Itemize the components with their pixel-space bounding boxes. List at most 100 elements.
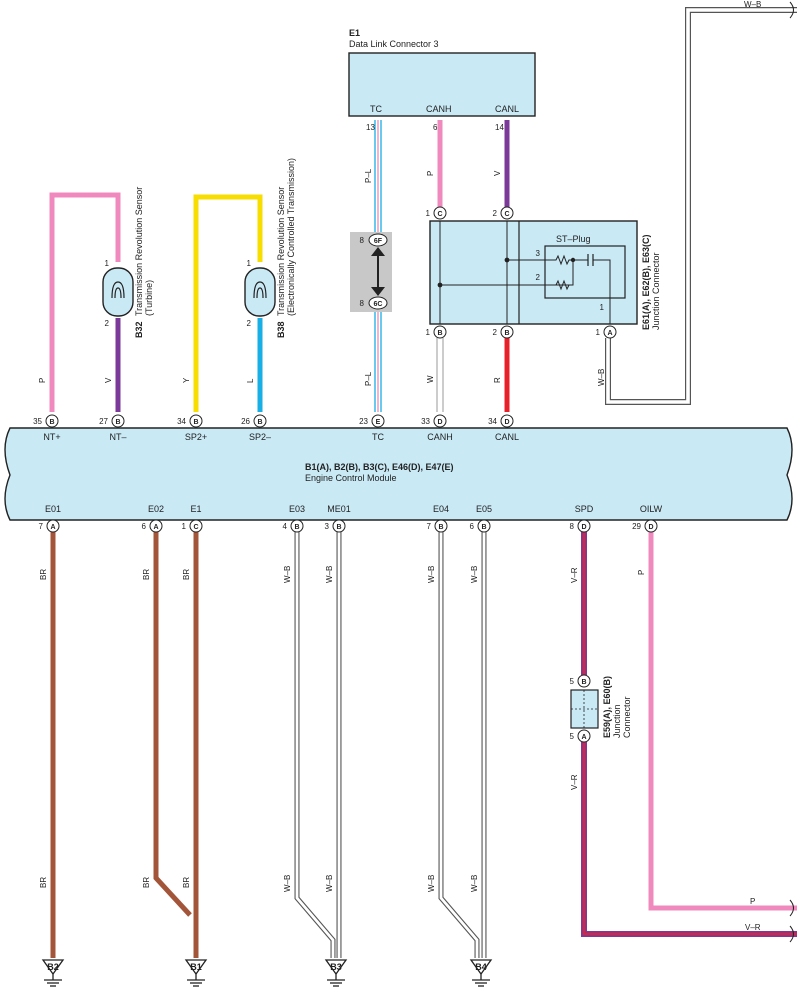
svg-text:C: C (437, 211, 442, 218)
svg-text:7: 7 (427, 522, 432, 531)
terminal-canh: D 33 CANH (421, 414, 453, 442)
svg-text:Y: Y (182, 377, 191, 383)
svg-text:B: B (581, 679, 586, 686)
svg-text:3: 3 (325, 522, 330, 531)
svg-text:33: 33 (421, 417, 430, 426)
ect-revolution-sensor: 1 2 B38 Transmission Revolution Sensor (… (244, 158, 296, 338)
terminal-oilw: OILW D 29 (632, 504, 663, 533)
terminal-e1: E1 C 1 (182, 504, 203, 533)
inline-connector: 6F 8 6C 8 (350, 232, 392, 312)
svg-text:1: 1 (426, 209, 431, 218)
svg-text:B32: B32 (134, 321, 144, 338)
terminal-e05: E05 B 6 (470, 504, 492, 533)
svg-text:OILW: OILW (640, 504, 663, 514)
dlc-name: Data Link Connector 3 (349, 39, 439, 49)
svg-text:6F: 6F (374, 238, 383, 245)
svg-text:2: 2 (247, 319, 252, 328)
terminal-me01: ME01 B 3 (325, 504, 351, 533)
ecm-top-terminals: B 35 NT+ B 27 NT– B 34 SP2+ B 26 SP2– E … (33, 414, 519, 442)
svg-text:B: B (115, 419, 120, 426)
svg-text:W–B: W–B (597, 369, 606, 386)
svg-text:W: W (426, 375, 435, 383)
svg-text:B: B (437, 330, 442, 337)
svg-text:E: E (376, 419, 381, 426)
svg-text:E03: E03 (289, 504, 305, 514)
dlc-id: E1 (349, 28, 360, 38)
ground-icon: B2 (42, 959, 64, 987)
svg-text:D: D (648, 524, 653, 531)
svg-text:B3: B3 (330, 962, 342, 972)
coil-icon (253, 281, 267, 299)
svg-text:P: P (38, 378, 47, 383)
svg-text:1: 1 (247, 259, 252, 268)
svg-text:BR: BR (39, 877, 48, 888)
ground-icon: B1 (185, 959, 207, 987)
svg-text:26: 26 (241, 417, 250, 426)
svg-text:6: 6 (470, 522, 475, 531)
wires (49, 7, 797, 958)
svg-text:NT–: NT– (109, 432, 126, 442)
svg-text:1: 1 (105, 259, 110, 268)
svg-text:ST–Plug: ST–Plug (556, 234, 591, 244)
svg-text:W–B: W–B (283, 875, 292, 892)
svg-text:C: C (504, 211, 509, 218)
svg-text:1: 1 (426, 328, 431, 337)
svg-text:B: B (481, 524, 486, 531)
svg-text:34: 34 (177, 417, 186, 426)
svg-text:(Turbine): (Turbine) (144, 280, 154, 316)
svg-text:D: D (504, 419, 509, 426)
svg-text:13: 13 (366, 123, 375, 132)
svg-text:W–B: W–B (470, 566, 479, 583)
svg-text:6: 6 (142, 522, 147, 531)
terminal-nt-plus: B 35 NT+ (33, 414, 61, 442)
terminal-canl: D 34 CANL (488, 414, 519, 442)
svg-text:1: 1 (182, 522, 187, 531)
svg-text:E01: E01 (45, 504, 61, 514)
terminal-tc: E 23 TC (359, 414, 385, 442)
dlc-pin-canl: CANL (495, 104, 519, 114)
terminal-spd: SPD D 8 (570, 504, 594, 533)
junction-connector-upper: ST–Plug 3 2 1 C 1 C 2 B 1 B 2 A 1 E61(A)… (426, 206, 661, 339)
svg-text:B: B (49, 419, 54, 426)
svg-text:NT+: NT+ (43, 432, 60, 442)
svg-text:W–B: W–B (427, 875, 436, 892)
svg-text:L: L (246, 378, 255, 383)
svg-text:B: B (294, 524, 299, 531)
svg-text:A: A (50, 524, 55, 531)
svg-text:W–B: W–B (283, 566, 292, 583)
svg-text:P: P (750, 897, 755, 906)
svg-text:23: 23 (359, 417, 368, 426)
svg-text:27: 27 (99, 417, 108, 426)
svg-text:V: V (493, 170, 502, 176)
svg-text:ME01: ME01 (327, 504, 351, 514)
svg-text:SP2–: SP2– (249, 432, 271, 442)
svg-text:CANH: CANH (427, 432, 453, 442)
svg-text:BR: BR (182, 877, 191, 888)
terminal-sp2-minus: B 26 SP2– (241, 414, 271, 442)
svg-text:B: B (193, 419, 198, 426)
svg-text:3: 3 (536, 249, 541, 258)
svg-text:Junction: Junction (612, 704, 622, 738)
terminal-e04: E04 B 7 (427, 504, 449, 533)
svg-text:SP2+: SP2+ (185, 432, 207, 442)
svg-text:W–B: W–B (744, 0, 761, 9)
svg-text:Junction Connector: Junction Connector (651, 252, 661, 330)
svg-text:D: D (437, 419, 442, 426)
svg-text:A: A (153, 524, 158, 531)
svg-text:E61(A), E62(B), E63(C): E61(A), E62(B), E63(C) (641, 234, 651, 330)
dlc-pin-canh: CANH (426, 104, 452, 114)
svg-text:D: D (581, 524, 586, 531)
terminal-sp2-plus: B 34 SP2+ (177, 414, 207, 442)
data-link-connector: E1 Data Link Connector 3 TC CANH CANL 13… (348, 28, 536, 132)
svg-text:BR: BR (39, 569, 48, 580)
svg-text:B: B (438, 524, 443, 531)
ecm-bottom-terminals: E01 A 7 E02 A 6 E1 C 1 E03 B 4 ME01 B 3 (39, 504, 663, 533)
svg-text:P: P (637, 570, 646, 575)
svg-text:B4: B4 (475, 962, 487, 972)
dlc-pin-tc: TC (370, 104, 382, 114)
svg-text:B: B (504, 330, 509, 337)
coil-icon (111, 281, 125, 299)
wire-color-labels: P V Y L P–L P–L P V W R W–B W–B BR BR BR… (38, 0, 761, 932)
terminal-e02: E02 A 6 (142, 504, 164, 533)
